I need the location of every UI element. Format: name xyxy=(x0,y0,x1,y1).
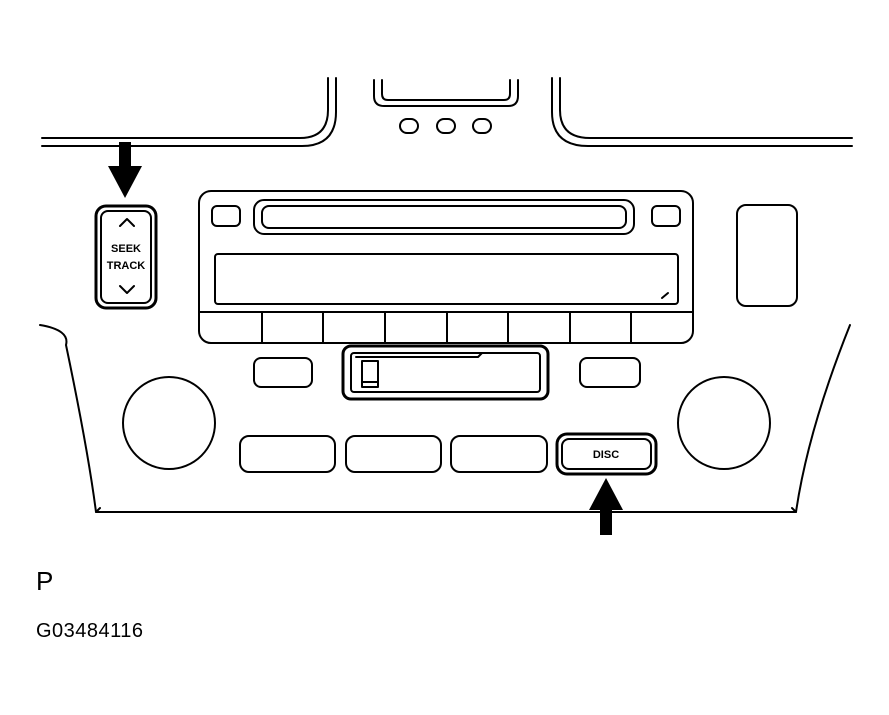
indicator-light xyxy=(399,118,419,134)
left-small-button[interactable] xyxy=(211,205,241,227)
indicator-lights xyxy=(399,118,492,134)
right-side-button[interactable] xyxy=(736,204,798,307)
disc-button[interactable]: DISC xyxy=(555,432,658,476)
head-unit xyxy=(198,190,694,344)
arrow-up-icon xyxy=(589,478,623,535)
preset-buttons xyxy=(261,311,632,344)
seek-track-button[interactable]: SEEK TRACK xyxy=(94,204,158,310)
right-small-button[interactable] xyxy=(651,205,681,227)
disc-slot-bezel xyxy=(253,199,635,235)
seek-label: SEEK xyxy=(111,243,141,255)
disc-label: DISC xyxy=(593,449,619,461)
indicator-light xyxy=(436,118,456,134)
bottom-button-2[interactable] xyxy=(345,435,442,473)
panel-code: P xyxy=(36,566,54,596)
cassette-slot xyxy=(341,344,550,401)
right-tape-button[interactable] xyxy=(579,357,641,388)
arrow-down-icon xyxy=(108,142,142,198)
disc-slot xyxy=(261,205,627,229)
dashboard-upper-outline xyxy=(41,77,853,147)
chevron-up-icon xyxy=(119,218,135,227)
bottom-button-1[interactable] xyxy=(239,435,336,473)
display-window xyxy=(214,253,679,305)
chevron-down-icon xyxy=(119,285,135,294)
bottom-button-3[interactable] xyxy=(450,435,548,473)
figure-id: G03484116 xyxy=(36,620,144,642)
eject-tab xyxy=(361,360,379,388)
left-tape-button[interactable] xyxy=(253,357,313,388)
center-vent xyxy=(373,79,519,107)
indicator-light xyxy=(472,118,492,134)
audio-panel-outline xyxy=(39,324,851,513)
track-label: TRACK xyxy=(107,260,146,272)
volume-knob[interactable] xyxy=(122,376,216,470)
tune-knob[interactable] xyxy=(677,376,771,470)
